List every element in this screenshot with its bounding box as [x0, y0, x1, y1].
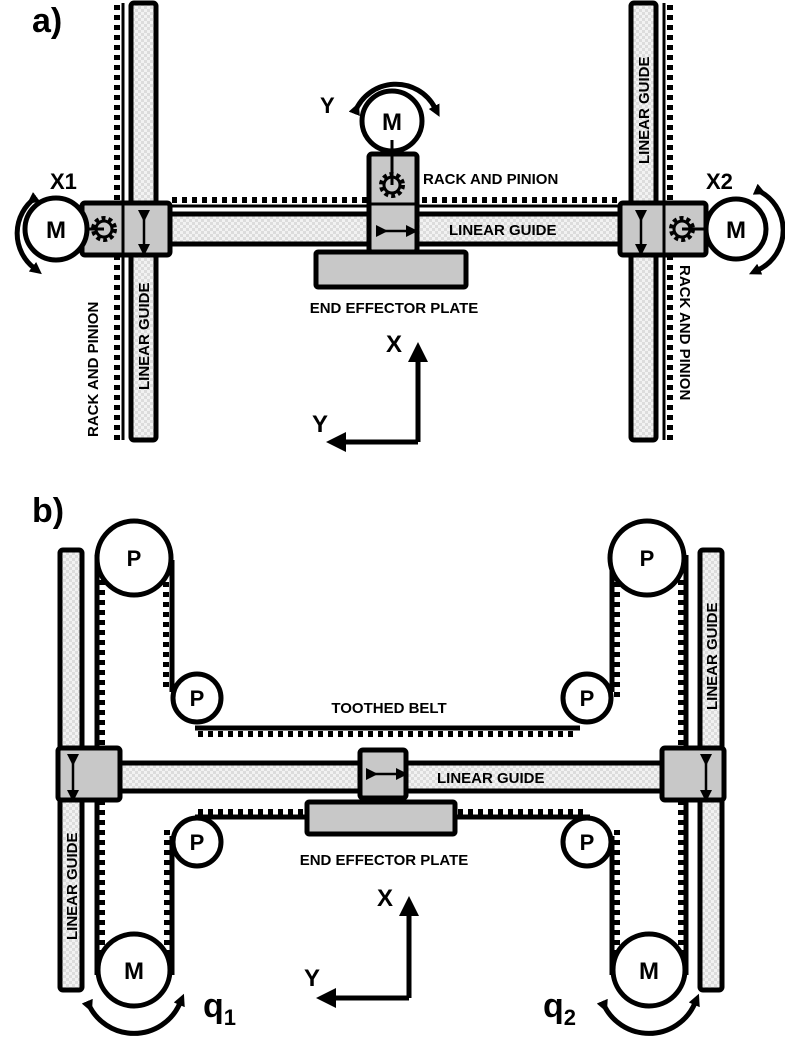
coordinate-frame-a: X Y [312, 331, 428, 452]
end-effector-label-b: END EFFECTOR PLATE [300, 852, 469, 869]
end-effector-plate-b [304, 799, 458, 837]
left-carriage-b [55, 745, 123, 803]
motor-x1-label: M [46, 217, 66, 244]
rack-and-pinion-label-left: RACK AND PINION [85, 302, 102, 437]
axis-x1-label: X1 [50, 169, 77, 194]
panel-a-label: a) [32, 2, 62, 40]
joint-q1-label: q1 [203, 987, 236, 1030]
y-rotation-arrow-icon [348, 81, 440, 117]
linear-guide-label-left-a: LINEAR GUIDE [136, 282, 153, 390]
y-axis-label-b: Y [304, 965, 320, 992]
pulley-low-right-label: P [580, 830, 595, 855]
linear-guide-label-horizontal-b: LINEAR GUIDE [437, 770, 545, 787]
joint-q1-symbol: q [203, 987, 224, 1025]
rack-and-pinion-label-right: RACK AND PINION [676, 265, 693, 400]
joint-q2-subscript: 2 [564, 1005, 576, 1030]
motor-q1-label: M [124, 958, 144, 985]
pulley-mid-left [170, 671, 224, 725]
pulley-top-right-label: P [640, 546, 655, 571]
coordinate-frame-b: X Y [304, 885, 419, 1008]
panel-b: b) LINEAR GUIDE LINEAR GUIDE [32, 492, 727, 1036]
panel-b-label: b) [32, 492, 64, 530]
pulley-low-left [170, 815, 224, 869]
pulley-low-left-label: P [190, 830, 205, 855]
end-effector-plate-a [313, 249, 469, 290]
linear-guide-label-right-b: LINEAR GUIDE [704, 602, 721, 710]
motor-q2-label: M [639, 958, 659, 985]
x2-rotation-arrow-icon [748, 183, 785, 275]
linear-guide-label-left-b: LINEAR GUIDE [64, 832, 81, 940]
joint-q1-subscript: 1 [224, 1005, 236, 1030]
pulley-low-right [560, 815, 614, 869]
right-carriage-b [659, 745, 727, 803]
linear-guide-label-right-a: LINEAR GUIDE [636, 56, 653, 164]
x1-rotation-arrow-icon [14, 191, 42, 275]
axis-y-motor-label: Y [320, 93, 335, 118]
pulley-top-left-label: P [127, 546, 142, 571]
panel-a: a) [14, 0, 785, 452]
pulley-mid-right-label: P [580, 686, 595, 711]
x-axis-label-a: X [386, 331, 402, 358]
pulley-mid-right [560, 671, 614, 725]
rack-and-pinion-label-top: RACK AND PINION [423, 171, 558, 188]
motor-x2-label: M [726, 217, 746, 244]
pulley-top-right [607, 518, 687, 598]
end-effector-label-a: END EFFECTOR PLATE [310, 300, 479, 317]
pulley-mid-left-label: P [190, 686, 205, 711]
linear-guide-label-horizontal-a: LINEAR GUIDE [449, 222, 557, 239]
q2-rotation-arrow-icon [596, 993, 700, 1036]
joint-q2-label: q2 [543, 987, 576, 1030]
x-axis-label-b: X [377, 885, 393, 912]
pulley-top-left [94, 518, 174, 598]
motor-y-label: M [382, 109, 402, 136]
toothed-belt-label: TOOTHED BELT [331, 700, 446, 717]
y-axis-label-a: Y [312, 411, 328, 438]
joint-q2-symbol: q [543, 987, 564, 1025]
axis-x2-label: X2 [706, 169, 733, 194]
q1-rotation-arrow-icon [81, 993, 185, 1036]
